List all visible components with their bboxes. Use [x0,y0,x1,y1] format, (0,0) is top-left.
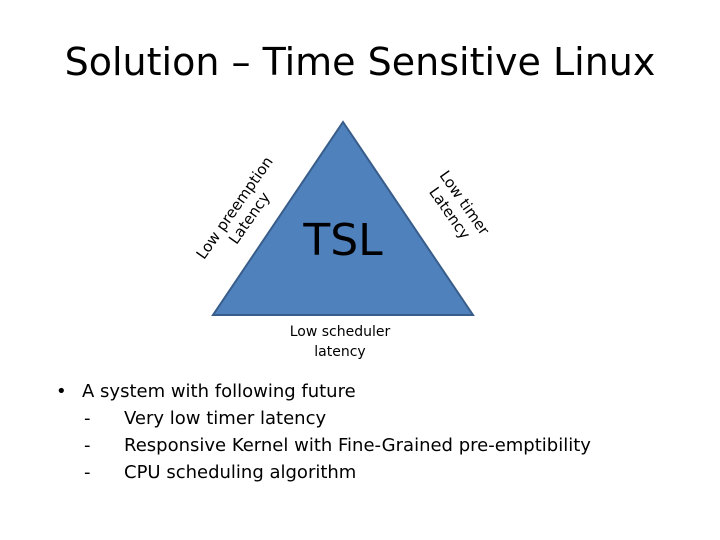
triangle-shape [211,120,475,316]
sub-item-text: CPU scheduling algorithm [124,462,357,483]
bottom-edge-label-line1: Low scheduler [289,324,391,340]
sub-item-text: Very low timer latency [124,408,327,429]
dash-marker: - [84,408,91,429]
bullet-main-text: A system with following future [82,381,356,402]
dash-marker: - [84,435,91,456]
sub-item: - Responsive Kernel with Fine-Grained pr… [56,432,591,459]
sub-item-text: Responsive Kernel with Fine-Grained pre-… [124,435,591,456]
bottom-edge-label-line2: latency [314,344,366,360]
bullet-main: • A system with following future [56,378,591,405]
dash-marker: - [84,462,91,483]
bottom-edge-label: Low scheduler latency [240,322,440,362]
sub-item: - CPU scheduling algorithm [56,459,591,486]
slide-title: Solution – Time Sensitive Linux [64,40,656,84]
sub-item: - Very low timer latency [56,405,591,432]
bullet-marker: • [56,381,67,402]
center-label: TSL [302,215,383,266]
bullet-list: • A system with following future - Very … [56,378,591,486]
